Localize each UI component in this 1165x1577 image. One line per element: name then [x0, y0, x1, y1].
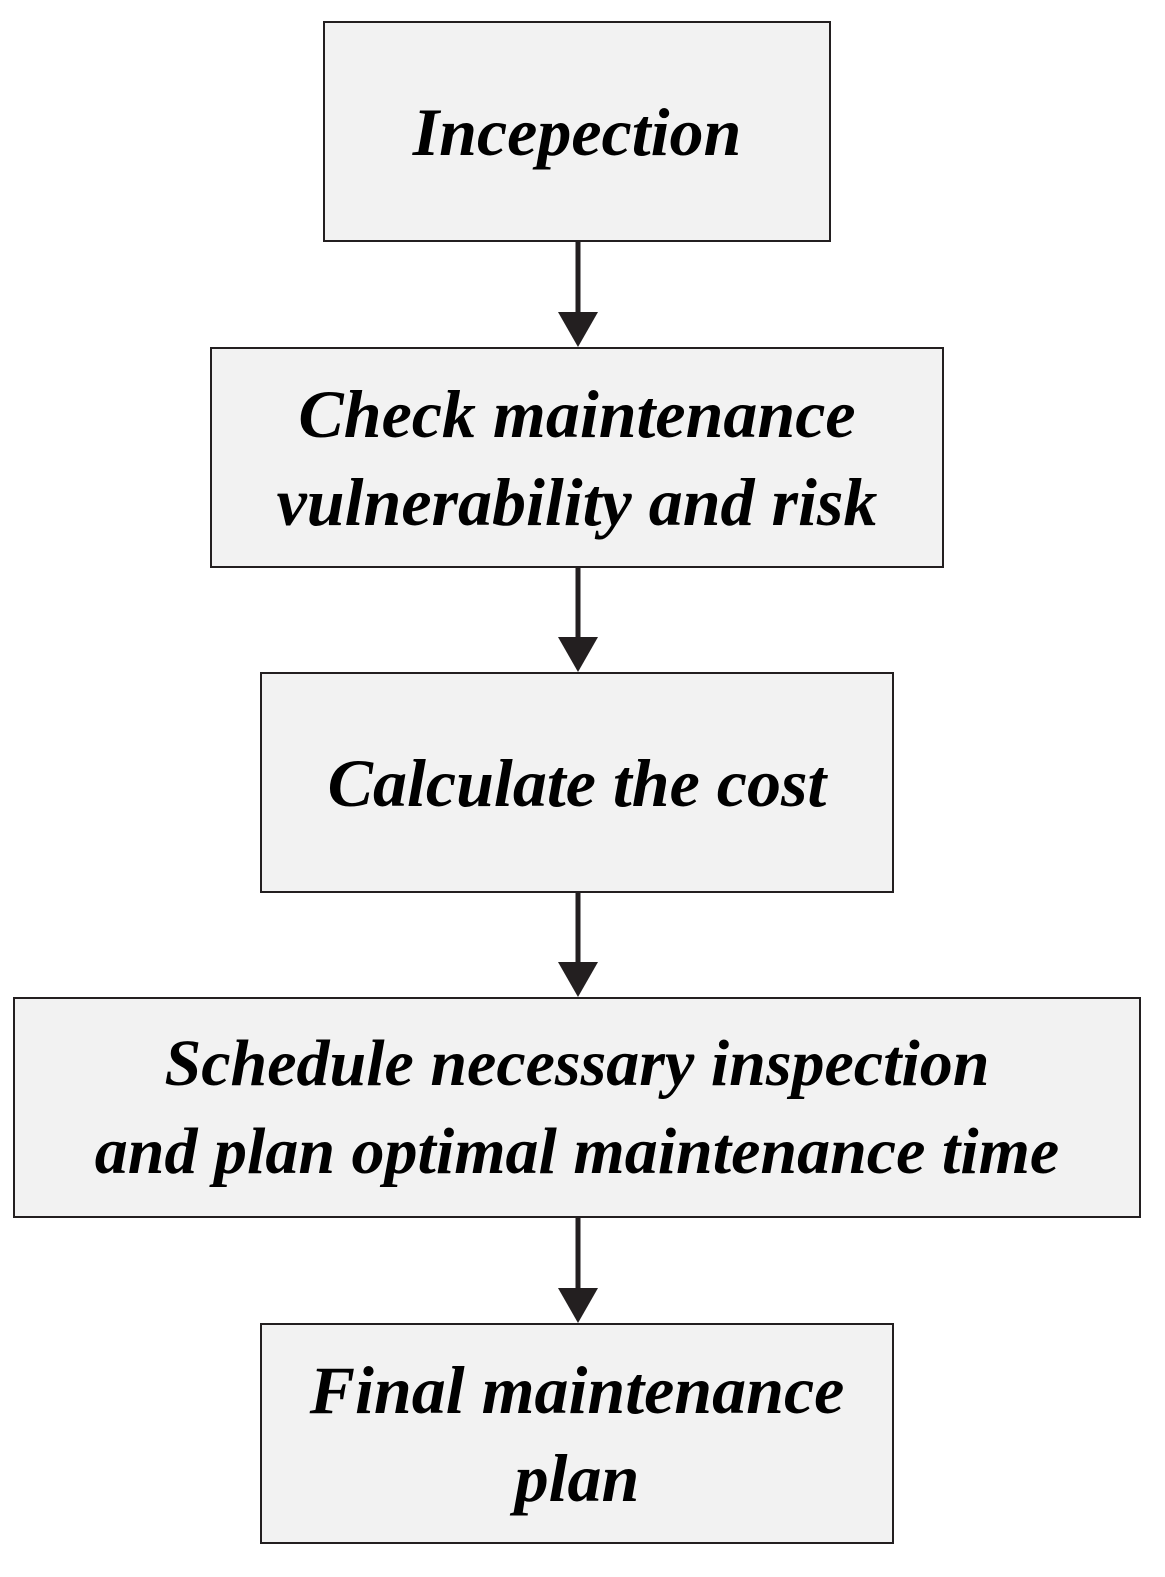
flow-step-label: Schedule necessary inspection and plan o… — [94, 1026, 1060, 1188]
arrow-step-1-to-step-2 — [558, 242, 598, 347]
flow-step-label: Final maintenance plan — [309, 1351, 845, 1516]
flow-step-label: Check maintenance vulnerability and risk — [276, 375, 878, 540]
arrow-step-2-to-step-3 — [558, 568, 598, 672]
arrow-step-4-to-step-5 — [558, 1218, 598, 1323]
flow-step-label: Incepection — [412, 93, 742, 170]
flow-step-check-vulnerability: Check maintenance vulnerability and risk — [210, 347, 944, 568]
flow-step-schedule-inspection: Schedule necessary inspection and plan o… — [13, 997, 1141, 1218]
flow-step-label: Calculate the cost — [327, 744, 827, 821]
flow-step-calculate-cost: Calculate the cost — [260, 672, 894, 893]
flow-step-final-plan: Final maintenance plan — [260, 1323, 894, 1544]
arrow-step-3-to-step-4 — [558, 893, 598, 997]
flow-step-inception: Incepection — [323, 21, 831, 242]
